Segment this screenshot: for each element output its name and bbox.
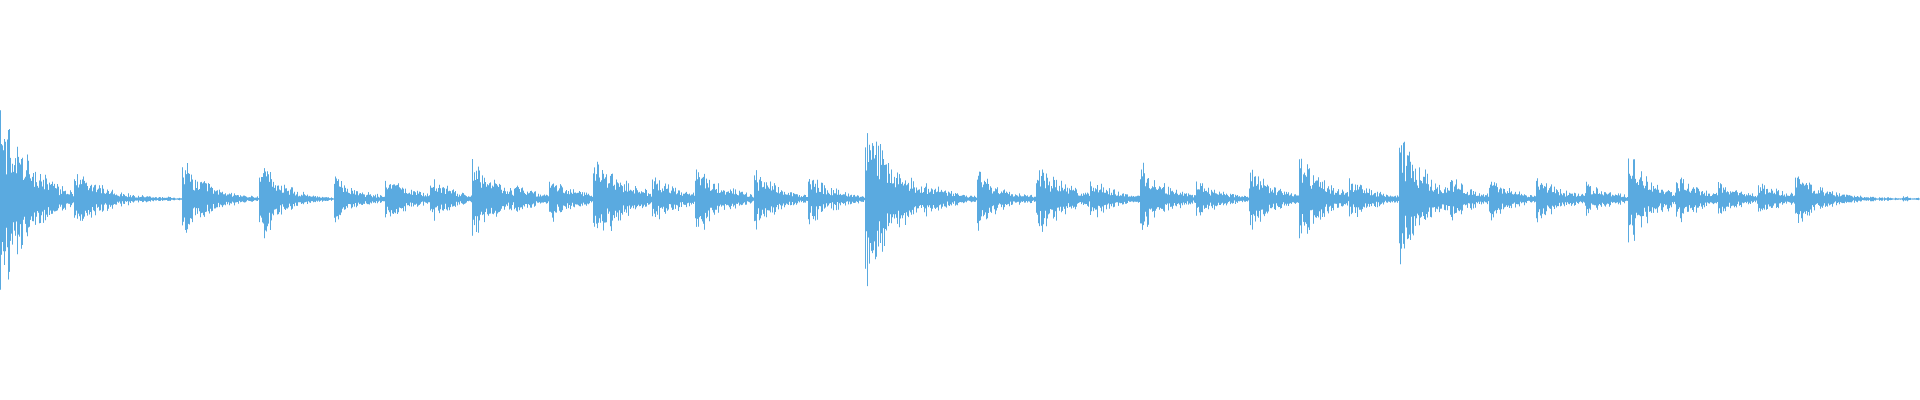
waveform-bars <box>0 110 1920 290</box>
